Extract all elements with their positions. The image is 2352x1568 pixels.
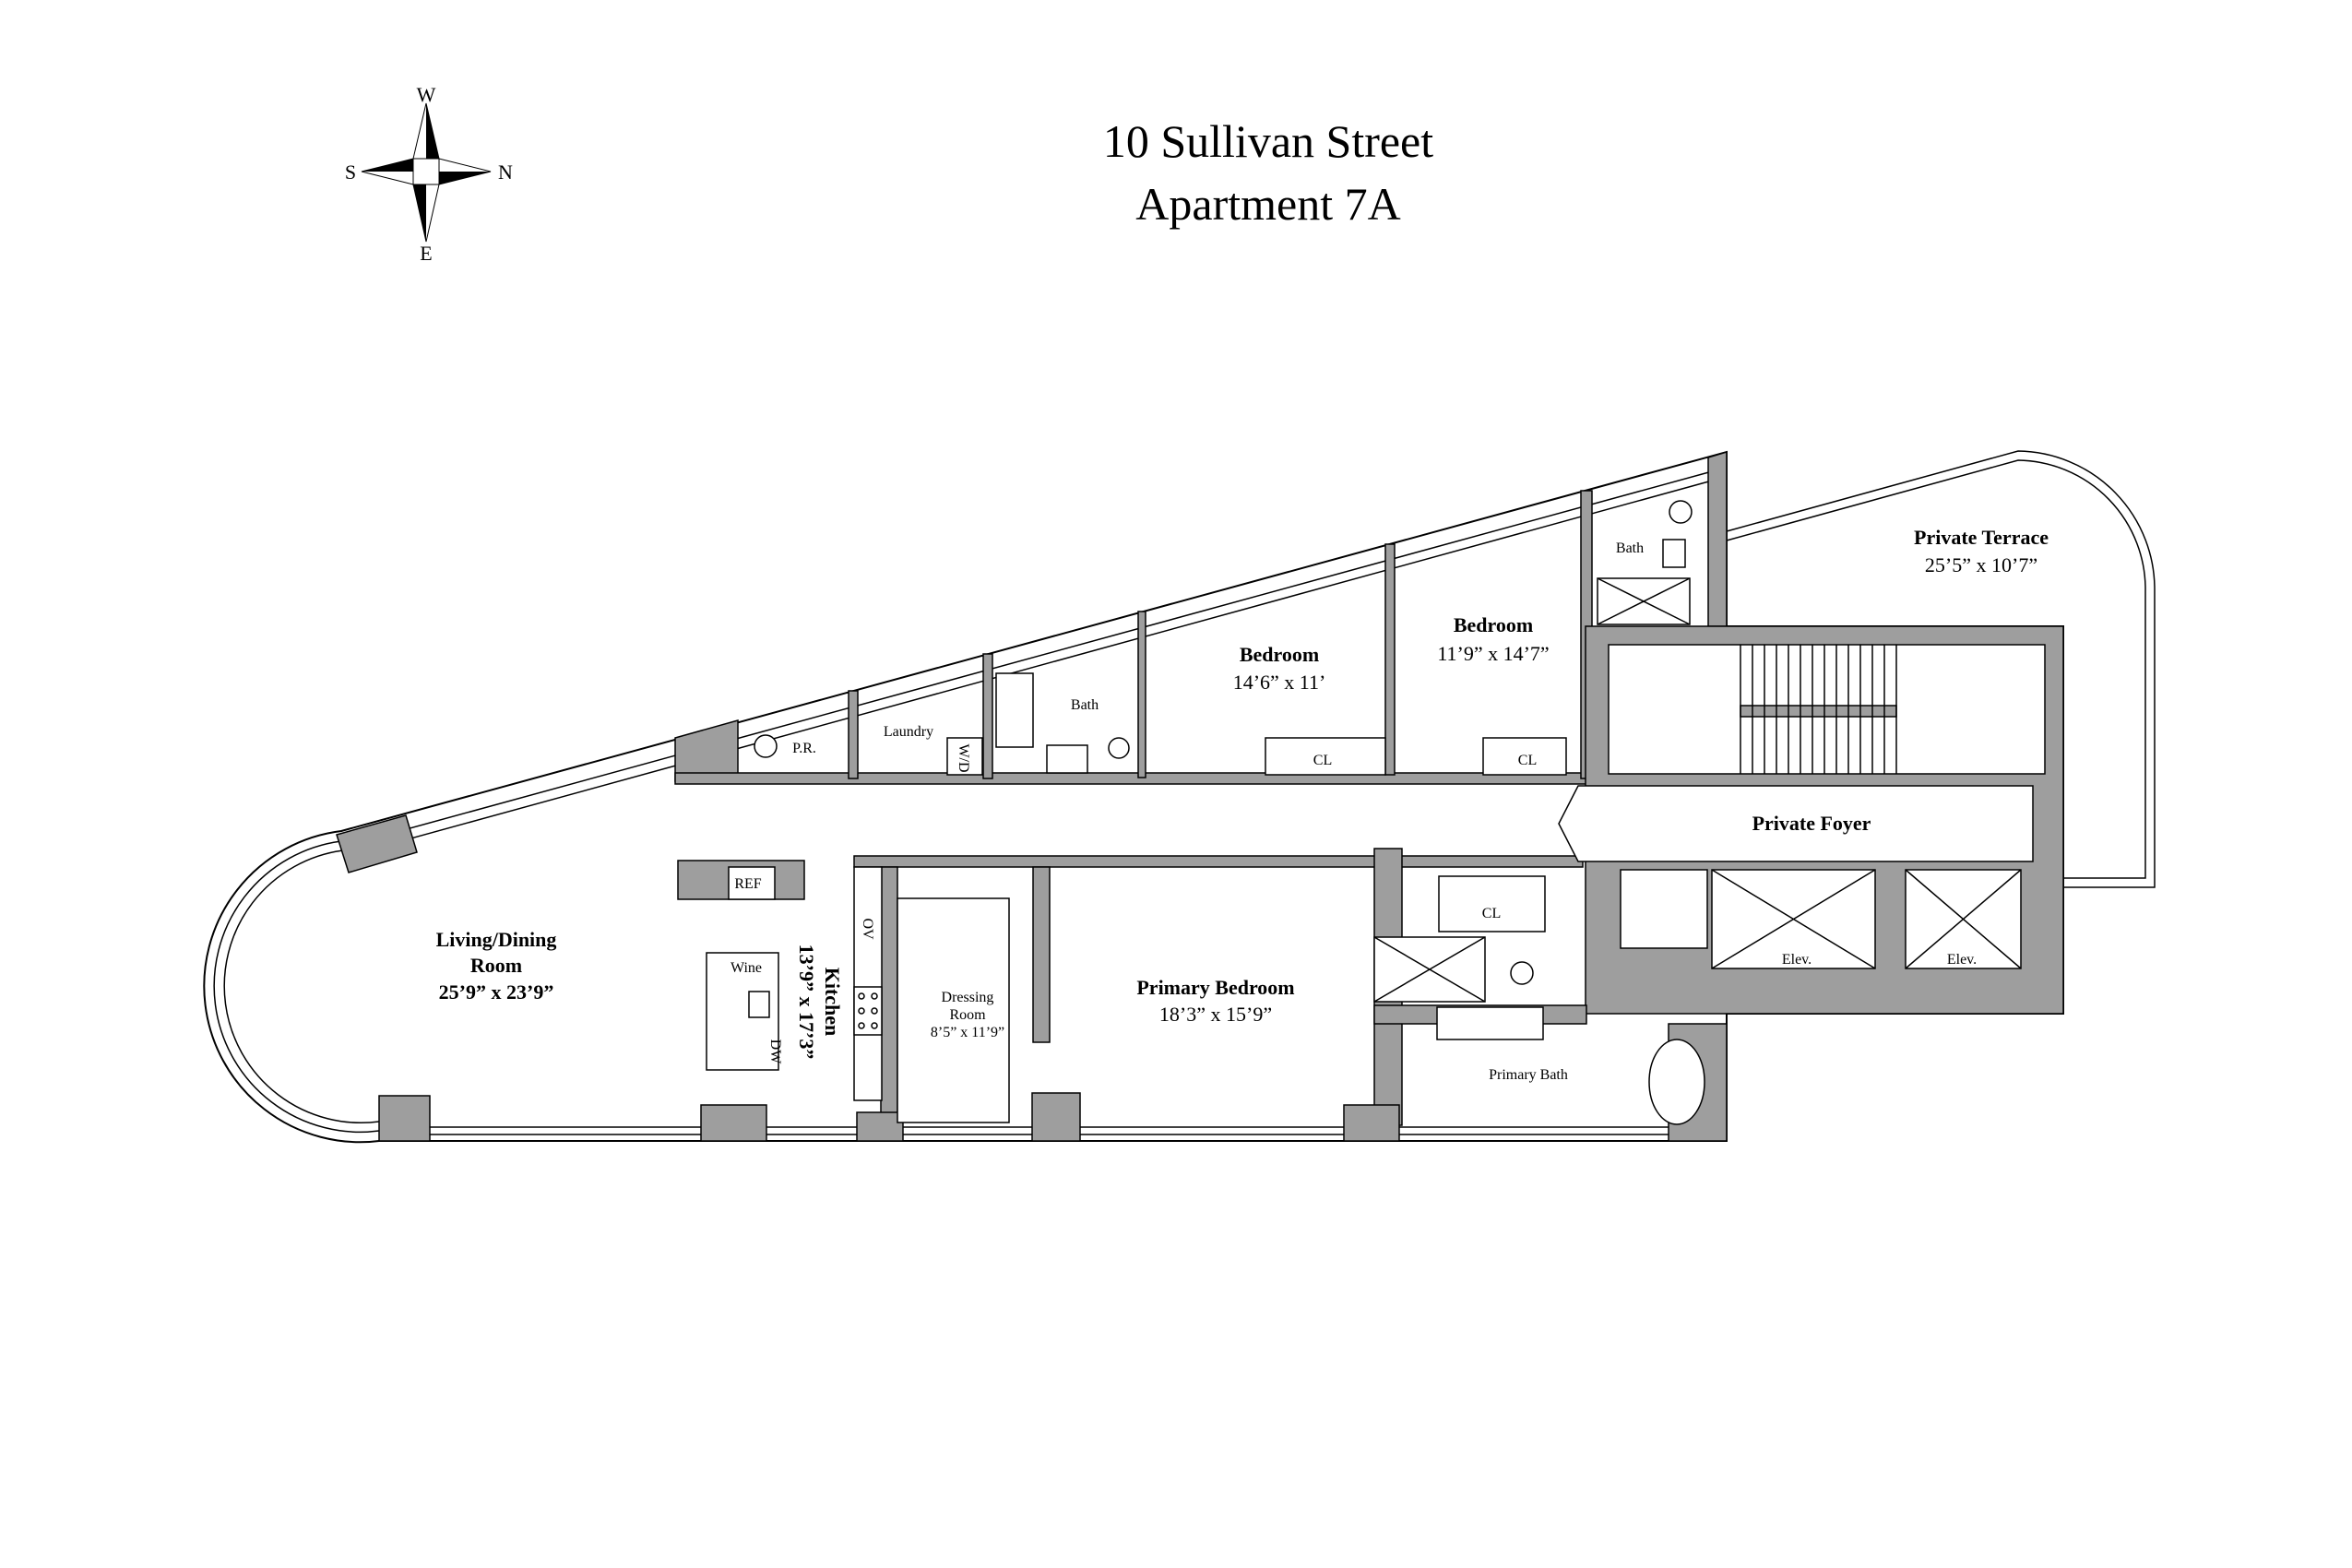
terrace-railing <box>1726 450 2156 888</box>
dressing-room-label-2: Room <box>949 1007 986 1023</box>
kitchen-dims: 13’9” x 17’3” <box>795 944 818 1060</box>
oven-label: OV <box>860 918 875 940</box>
vanity-icon <box>1436 1006 1544 1040</box>
powder-room-label: P.R. <box>792 741 816 756</box>
bedroom1-label: Bedroom <box>1240 643 1319 666</box>
kitchen-counter <box>853 866 883 1101</box>
bedroom1-dims: 14’6” x 11’ <box>1233 671 1326 694</box>
primary-bedroom-dims: 18’3” x 15’9” <box>1159 1003 1272 1026</box>
dishwasher-label: DW <box>767 1039 783 1065</box>
closet-bedroom1[interactable] <box>1265 737 1386 776</box>
ref-label: REF <box>734 876 761 892</box>
compass-south: S <box>345 160 356 184</box>
wine-label: Wine <box>731 960 762 976</box>
staircase-icon <box>1740 645 1897 774</box>
sink-icon <box>1662 539 1686 568</box>
closet-label: CL <box>1518 753 1537 768</box>
washer-dryer <box>946 737 983 776</box>
primary-bath-label: Primary Bath <box>1489 1067 1568 1083</box>
primary-bedroom-label: Primary Bedroom <box>1136 976 1294 999</box>
cooktop-icon <box>853 986 883 1036</box>
closet-label: CL <box>1482 906 1501 921</box>
elevator-label-2: Elev. <box>1947 952 1977 968</box>
sink-icon <box>748 991 770 1018</box>
elevator-label-1: Elev. <box>1782 952 1812 968</box>
bathtub-icon <box>995 672 1034 748</box>
kitchen-label: Kitchen <box>821 968 844 1037</box>
bathtub-icon <box>1648 1039 1705 1125</box>
dressing-room-dims: 8’5” x 11’9” <box>931 1025 1004 1040</box>
compass-east: E <box>420 242 432 265</box>
elevator-2[interactable] <box>1905 869 2022 969</box>
laundry-label: Laundry <box>884 724 933 740</box>
utility-closet <box>1620 869 1708 949</box>
toilet-icon <box>1510 961 1534 985</box>
dressing-room-label: Dressing <box>942 990 994 1005</box>
living-room-label-2: Room <box>470 954 522 977</box>
living-room-label: Living/Dining <box>436 928 557 951</box>
toilet-icon <box>1669 500 1693 524</box>
title-apartment: Apartment 7A <box>1135 178 1400 230</box>
title-address: 10 Sullivan Street <box>1103 115 1433 167</box>
elevator-1[interactable] <box>1711 869 1876 969</box>
closet-primary[interactable] <box>1438 875 1546 932</box>
closet-label: CL <box>1313 753 1332 768</box>
foyer-area[interactable] <box>1558 785 2034 862</box>
compass-rose-icon <box>361 102 492 243</box>
dressing-room-area <box>897 897 1010 1123</box>
toilet-icon <box>754 734 778 758</box>
terrace-label: Private Terrace <box>1914 526 2049 549</box>
foyer-label: Private Foyer <box>1752 812 1871 835</box>
closet-bedroom2[interactable] <box>1482 737 1567 776</box>
bedroom2-dims: 11’9” x 14’7” <box>1437 642 1549 665</box>
sink-icon <box>1046 744 1088 774</box>
terrace-dims: 25’5” x 10’7” <box>1925 553 2037 576</box>
exterior-wall <box>203 450 2064 1144</box>
refrigerator <box>728 866 776 900</box>
compass-north: N <box>498 160 513 184</box>
toilet-icon <box>1108 737 1130 759</box>
compass-west: W <box>417 83 436 106</box>
washer-dryer-label: W/D <box>956 743 971 772</box>
bath1-label: Bath <box>1071 697 1099 713</box>
bath2-label: Bath <box>1616 540 1644 556</box>
bedroom2-label: Bedroom <box>1454 613 1533 636</box>
living-room-dims: 25’9” x 23’9” <box>439 980 554 1004</box>
